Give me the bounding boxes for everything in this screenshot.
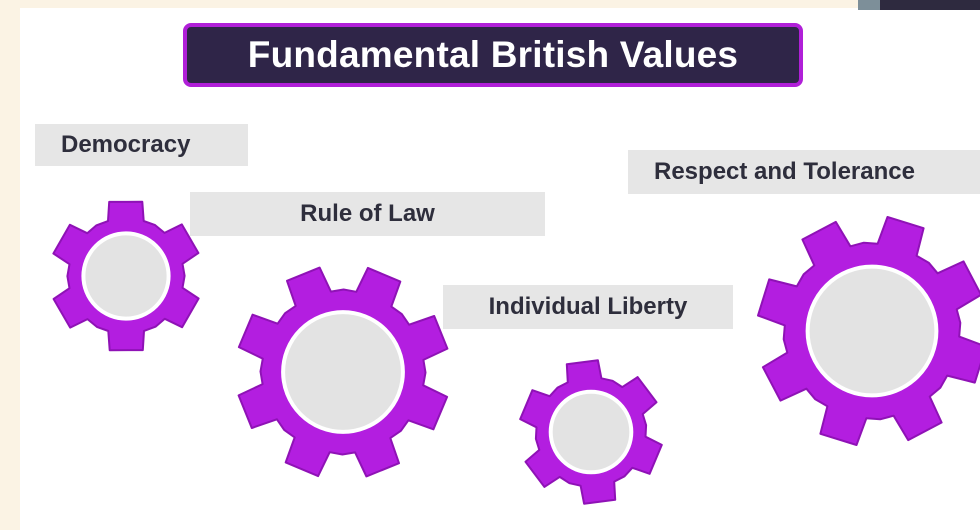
label-individual-liberty: Individual Liberty — [443, 285, 733, 329]
corner-thumbnail — [858, 0, 980, 10]
gear-center-democracy — [81, 231, 171, 321]
gear-center-respect — [805, 264, 939, 398]
gear-rule — [237, 266, 449, 478]
label-respect-and-tolerance: Respect and Tolerance — [628, 150, 980, 194]
title-banner: Fundamental British Values — [183, 23, 803, 87]
gear-democracy — [52, 200, 200, 352]
gear-liberty — [519, 359, 663, 505]
label-rule-of-law: Rule of Law — [190, 192, 545, 236]
page-title: Fundamental British Values — [247, 34, 739, 75]
label-democracy: Democracy — [35, 124, 248, 166]
gear-center-liberty — [548, 389, 634, 475]
gear-respect — [757, 216, 980, 446]
gear-center-rule — [281, 310, 405, 434]
